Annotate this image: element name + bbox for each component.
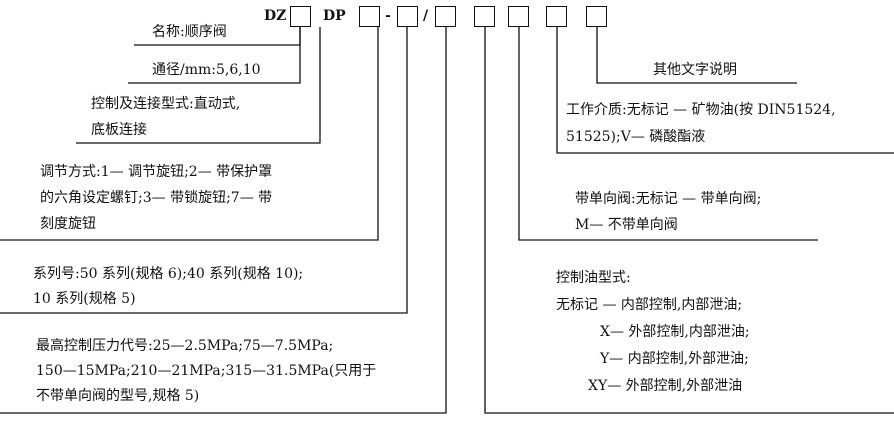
label-series-1: 系列号:50 系列(规格 6);40 系列(规格 10); bbox=[33, 266, 304, 282]
code-box-6 bbox=[508, 6, 529, 27]
leader-other bbox=[596, 27, 797, 84]
label-name: 名称:顺序阀 bbox=[152, 24, 227, 40]
label-control-oil-3: X— 外部控制,内部泄油; bbox=[600, 324, 750, 340]
code-box-8 bbox=[586, 6, 607, 27]
label-medium-1: 工作介质:无标记 — 矿物油(按 DIN51524, bbox=[566, 102, 836, 118]
label-series-2: 10 系列(规格 5) bbox=[33, 291, 136, 307]
label-pressure-1: 最高控制压力代号:25—2.5MPa;75—7.5MPa; bbox=[36, 338, 334, 354]
label-other: 其他文字说明 bbox=[653, 62, 737, 78]
label-control-oil-5: XY— 外部控制,外部泄油 bbox=[588, 378, 743, 394]
label-adjust-1: 调节方式:1— 调节旋钮;2— 带保护罩 bbox=[40, 164, 273, 180]
leader-medium bbox=[556, 27, 894, 154]
label-control-oil-4: Y— 内部控制,外部泄油; bbox=[600, 351, 749, 367]
label-pressure-3: 不带单向阀的型号,规格 5) bbox=[36, 388, 200, 404]
code-box-3 bbox=[397, 6, 418, 27]
leader-adjust bbox=[0, 27, 379, 241]
leader-check-valve bbox=[518, 27, 818, 241]
label-control-oil-2: 无标记 — 内部控制,内部泄油; bbox=[556, 297, 743, 313]
label-medium-2: 51525);V— 磷酸酯液 bbox=[566, 129, 706, 145]
leader-pressure bbox=[0, 27, 447, 414]
code-dp: DP bbox=[323, 8, 346, 24]
leader-mounting bbox=[76, 27, 321, 144]
label-check-valve-2: M— 不带单向阀 bbox=[575, 217, 678, 233]
code-box-5 bbox=[474, 6, 495, 27]
code-box-1 bbox=[290, 6, 311, 27]
code-box-2 bbox=[359, 6, 380, 27]
leader-series bbox=[0, 27, 408, 314]
label-mounting-1: 控制及连接型式:直动式, bbox=[91, 96, 241, 112]
label-adjust-2: 的六角设定螺钉;3— 带锁旋钮;7— 带 bbox=[40, 190, 273, 206]
code-slash: / bbox=[423, 8, 429, 24]
code-dash: - bbox=[385, 8, 391, 24]
label-pressure-2: 150—15MPa;210—21MPa;315—31.5MPa(只用于 bbox=[36, 363, 377, 379]
leader-diameter bbox=[128, 27, 301, 84]
label-control-oil-1: 控制油型式: bbox=[556, 270, 631, 286]
leader-control-oil bbox=[484, 27, 894, 414]
code-dz: DZ bbox=[264, 8, 287, 24]
code-box-4 bbox=[435, 6, 456, 27]
label-diameter: 通径/mm:5,6,10 bbox=[152, 62, 261, 78]
label-check-valve-1: 带单向阀:无标记 — 带单向阀; bbox=[575, 191, 762, 207]
label-adjust-3: 刻度旋钮 bbox=[40, 216, 96, 232]
label-mounting-2: 底板连接 bbox=[91, 122, 147, 138]
code-box-7 bbox=[546, 6, 567, 27]
